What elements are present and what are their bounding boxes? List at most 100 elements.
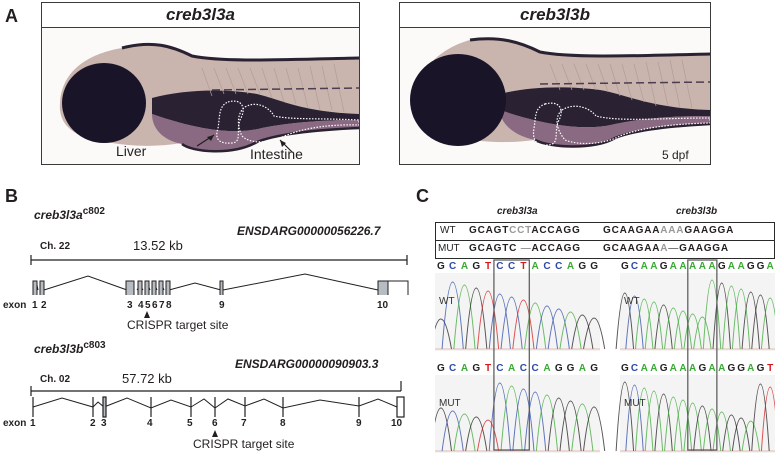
trace-background: [435, 375, 600, 453]
base-call: C: [520, 363, 527, 374]
trace-peak: [571, 314, 594, 350]
gene-b-exon-label: exon: [3, 418, 27, 429]
base-call: C: [631, 363, 638, 374]
base-call: A: [679, 261, 686, 272]
gene-a-ensembl: ENSDARG00000056226.7: [237, 224, 381, 238]
base-call: A: [461, 261, 468, 272]
trace-peak: [524, 302, 547, 350]
b-mut-seq-gap: —: [668, 243, 680, 254]
base-call: G: [578, 261, 586, 272]
trace-peak: [702, 279, 722, 350]
base-call: A: [689, 363, 696, 374]
trace-peak: [488, 382, 511, 452]
trace-peak: [751, 294, 770, 350]
trace-peak: [441, 281, 464, 350]
base-call: G: [555, 363, 563, 374]
trace-peak: [583, 406, 606, 452]
base-call: A: [689, 261, 696, 272]
trace-row-label: WT: [624, 296, 640, 307]
panel-c-letter: C: [416, 186, 429, 206]
trace-peak: [476, 290, 500, 350]
trace-peak: [654, 393, 673, 452]
gene-a-exon-1: 1: [32, 300, 38, 311]
stage-label: 5 dpf: [662, 148, 689, 162]
deletion-box-b: [687, 259, 718, 451]
base-call: A: [708, 261, 715, 272]
fish-panel-creb3l3b: creb3l3b 5 dpf: [399, 2, 711, 165]
trace-peak: [654, 304, 673, 350]
trace-peak: [693, 405, 712, 452]
trace-peak: [702, 408, 722, 452]
fish-title-creb3l3b: creb3l3b: [400, 3, 710, 28]
liver-label: Liver: [116, 143, 147, 159]
trace-peak: [693, 316, 712, 350]
a-mut-seq-right: ACCAGG: [531, 243, 581, 254]
exon-a-5: [144, 280, 150, 295]
gene-b-exon-8: 8: [280, 418, 286, 429]
gene-b-scale-bar: [30, 381, 402, 396]
trace-peak: [465, 416, 488, 452]
trace-peak: [741, 420, 760, 452]
fish-image-creb3l3b: [400, 28, 710, 164]
base-call: A: [641, 363, 648, 374]
fish-title-creb3l3a: creb3l3a: [42, 3, 359, 28]
base-call: C: [496, 261, 503, 272]
gene-a-exon-9: 9: [219, 300, 225, 311]
trace-background: [620, 273, 775, 351]
gene-b-exons: [32, 396, 405, 418]
trace-peak: [664, 396, 683, 452]
trace-peak: [673, 399, 693, 452]
exon-b-10: [396, 396, 405, 418]
trace-peak: [512, 299, 535, 350]
base-call: C: [449, 363, 456, 374]
trace-peak: [571, 403, 594, 452]
exon-a-8: [165, 280, 171, 295]
gene-a-introns: [35, 273, 379, 291]
b-mut-sequence: GCAAGAAA—GAAGGA: [603, 243, 729, 254]
base-call: G: [621, 363, 629, 374]
base-call: G: [737, 363, 745, 374]
base-call: C: [631, 261, 638, 272]
gene-a-exon-2: 2: [41, 300, 47, 311]
fish-image-creb3l3a: [42, 28, 359, 164]
exon-a-9: [219, 280, 224, 295]
base-call: C: [449, 261, 456, 272]
trace-peak: [712, 282, 731, 350]
base-call: T: [767, 363, 773, 374]
gene-b-symbol: creb3l3b: [34, 342, 84, 356]
trace-peak: [615, 381, 635, 452]
base-call: G: [567, 363, 575, 374]
exon-a-10-utr: [387, 280, 409, 295]
gene-a-exon-8: 8: [166, 300, 172, 311]
trace-peak: [547, 308, 570, 350]
fish-panel-creb3l3a: creb3l3a: [41, 2, 360, 165]
trace-peak: [441, 410, 464, 452]
trace-peak: [559, 311, 582, 350]
base-call: A: [650, 261, 657, 272]
base-call: G: [621, 261, 629, 272]
base-call: A: [579, 363, 586, 374]
base-call: G: [590, 363, 598, 374]
base-call: A: [641, 261, 648, 272]
base-call: A: [567, 261, 574, 272]
gene-b-introns: [32, 397, 398, 409]
col-b-title: creb3l3b: [676, 206, 718, 217]
trace-row-label: WT: [439, 296, 455, 307]
base-call: A: [718, 363, 725, 374]
a-mut-seq-left: GCAGTC: [469, 243, 518, 254]
b-wt-seq-deleted: AAA: [660, 225, 685, 236]
base-call: C: [496, 363, 503, 374]
base-call: A: [767, 261, 774, 272]
trace-peak: [615, 292, 635, 350]
b-wt-sequence: GCAAGAAAAAGAAGGA: [603, 225, 734, 236]
trace-peak: [741, 291, 760, 350]
base-call: G: [747, 261, 755, 272]
exon-a-3: [125, 280, 135, 295]
trace-peak: [535, 305, 559, 350]
trace-background: [620, 375, 775, 453]
trace-peak: [635, 387, 654, 452]
